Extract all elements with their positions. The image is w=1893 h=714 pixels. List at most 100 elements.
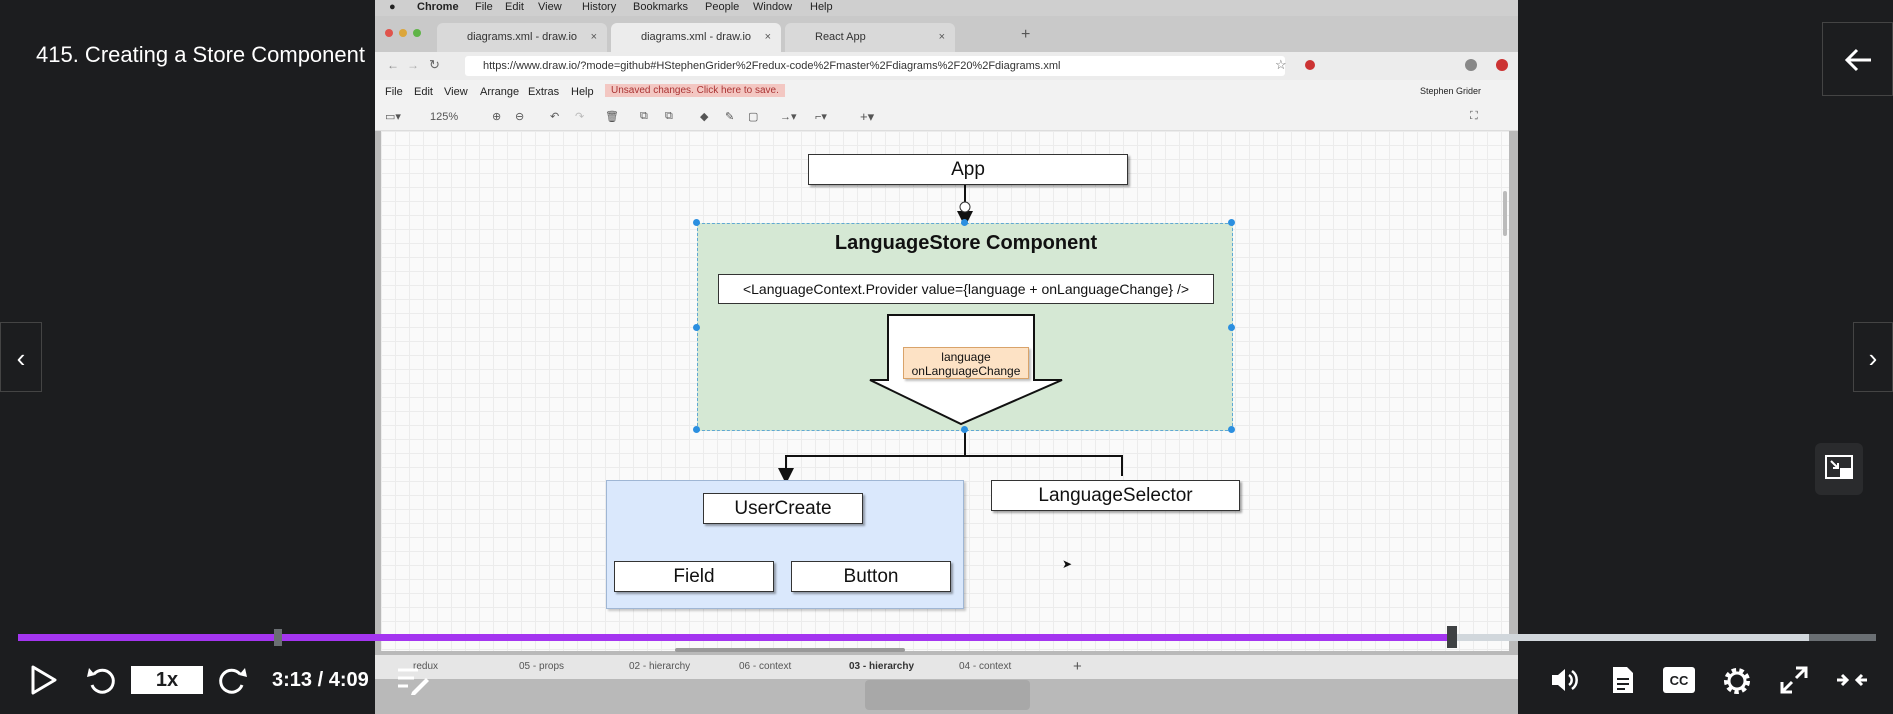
close-window-dot [385, 29, 393, 37]
minimize-window-dot [399, 29, 407, 37]
undo-icon[interactable]: ↶ [550, 111, 560, 123]
zoom-level[interactable]: 125% [430, 111, 459, 123]
insert-icon[interactable]: +▾ [860, 109, 875, 124]
video-frame[interactable]: ● Chrome File Edit View History Bookmark… [375, 0, 1518, 714]
shadow-icon[interactable]: ▢ [748, 111, 759, 123]
progress-track[interactable] [18, 626, 1876, 648]
page-tab[interactable]: 04 - context [959, 661, 1012, 672]
close-icon[interactable]: × [938, 31, 945, 43]
drawio-menu-item[interactable]: View [444, 86, 468, 98]
rewind-icon[interactable] [86, 665, 116, 695]
volume-icon[interactable] [1550, 666, 1582, 694]
browser-tab-active[interactable]: diagrams.xml - draw.io× [611, 23, 781, 52]
drawio-menu-bar: File Edit View Arrange Extras Help Unsav… [375, 80, 1518, 104]
mac-menu-item: Bookmarks [633, 1, 689, 13]
diagram-button-box[interactable]: Button [791, 561, 951, 592]
drawio-canvas[interactable]: App LanguageStore Component <LanguageCon… [381, 131, 1509, 651]
fullscreen-icon[interactable] [1780, 666, 1808, 694]
selection-handle[interactable] [961, 426, 968, 433]
diagram-app-box[interactable]: App [808, 154, 1128, 185]
page-tab[interactable]: 05 - props [519, 661, 565, 672]
back-icon[interactable]: ← [387, 58, 399, 72]
time-display: 3:13 / 4:09 [272, 669, 369, 691]
avatar[interactable] [1465, 59, 1477, 71]
settings-icon[interactable] [1721, 665, 1753, 697]
selection-handle[interactable] [961, 219, 968, 226]
extension-icon[interactable] [1496, 59, 1508, 71]
bookmark-star-icon[interactable]: ☆ [1275, 57, 1287, 72]
zoom-out-icon[interactable]: ⊖ [515, 111, 525, 123]
diagram-field-box[interactable]: Field [614, 561, 774, 592]
close-icon[interactable]: × [590, 31, 597, 43]
svg-text:CC: CC [1670, 673, 1689, 688]
selection-handle[interactable] [693, 324, 700, 331]
next-lecture-button[interactable]: › [1853, 322, 1893, 392]
page-tab[interactable]: 02 - hierarchy [629, 661, 691, 672]
diagram-provider-box[interactable]: <LanguageContext.Provider value={languag… [718, 274, 1214, 304]
format-panel-icon[interactable]: ▭▾ [385, 111, 401, 123]
drawio-menu-item[interactable]: Edit [414, 86, 433, 98]
horizontal-scrollbar[interactable] [675, 648, 905, 652]
back-button[interactable] [1822, 22, 1893, 96]
mac-menu-item: History [582, 1, 617, 13]
fill-color-icon[interactable]: ◆ [700, 111, 709, 123]
line-color-icon[interactable]: ✎ [725, 111, 735, 123]
extension-icon[interactable] [1305, 60, 1315, 70]
to-back-icon[interactable]: ⧉ [665, 110, 673, 122]
fullscreen-toggle-icon[interactable]: ⛶ [1470, 110, 1478, 122]
tab-label: React App [815, 31, 866, 43]
delete-icon[interactable]: 🗑 [605, 111, 619, 123]
diagram-values-box[interactable]: language onLanguageChange [903, 347, 1029, 379]
forward-icon[interactable]: → [407, 58, 419, 72]
selection-handle[interactable] [1228, 219, 1235, 226]
diagram-values-line: language [941, 350, 991, 364]
url-field[interactable]: https://www.draw.io/?mode=github#HStephe… [465, 56, 1285, 76]
selection-handle[interactable] [1228, 426, 1235, 433]
diagram-languageselector-box[interactable]: LanguageSelector [991, 480, 1240, 511]
mac-menu-item: People [705, 1, 740, 13]
diagram-store-container[interactable]: LanguageStore Component <LanguageContext… [693, 219, 1235, 433]
drawio-menu-item[interactable]: File [385, 86, 403, 98]
zoom-in-icon[interactable]: ⊕ [492, 111, 502, 123]
play-icon[interactable] [30, 665, 58, 695]
drawio-menu-item[interactable]: Arrange [480, 86, 520, 98]
reload-icon[interactable]: ↻ [429, 57, 440, 72]
bookmark-marker[interactable] [274, 629, 282, 646]
page-tab-active[interactable]: 03 - hierarchy [849, 661, 915, 672]
drawio-menu-item[interactable]: Help [571, 86, 594, 98]
drawio-menu-item[interactable]: Extras [528, 86, 560, 98]
progress-handle[interactable] [1447, 626, 1458, 648]
forward-icon[interactable] [218, 665, 248, 695]
diagram-usercreate-box[interactable]: UserCreate [703, 493, 863, 524]
transcript-icon[interactable] [1611, 665, 1635, 695]
drawio-page-tabs: redux 05 - props 02 - hierarchy 06 - con… [375, 655, 1518, 679]
close-icon[interactable]: × [764, 31, 771, 43]
selection-handle[interactable] [693, 426, 700, 433]
browser-tab-bar: diagrams.xml - draw.io× diagrams.xml - d… [375, 16, 1518, 52]
new-tab-icon[interactable]: + [1021, 26, 1031, 43]
mouse-cursor-icon: ➤ [1062, 557, 1073, 571]
browser-tab[interactable]: diagrams.xml - draw.io× [437, 23, 607, 52]
to-front-icon[interactable]: ⧉ [640, 110, 648, 122]
previous-lecture-button[interactable]: ‹ [0, 322, 42, 392]
exit-theater-icon[interactable] [1835, 667, 1869, 693]
lesson-title: 415. Creating a Store Component [36, 42, 365, 67]
mac-menu-item: View [538, 1, 562, 13]
selection-handle[interactable] [1228, 324, 1235, 331]
page-tab[interactable]: 06 - context [739, 661, 792, 672]
connection-icon[interactable]: →▾ [780, 111, 797, 123]
drawio-user-name[interactable]: Stephen Grider [1420, 86, 1482, 96]
redo-icon[interactable]: ↷ [575, 111, 585, 123]
picture-in-picture-button[interactable] [1815, 443, 1863, 495]
browser-tab[interactable]: React App × [785, 23, 955, 52]
page-tab[interactable]: redux [413, 661, 439, 672]
mac-menu-item: File [475, 1, 493, 13]
unsaved-changes-notice[interactable]: Unsaved changes. Click here to save. [605, 84, 785, 97]
vertical-scrollbar[interactable] [1503, 191, 1507, 236]
captions-icon[interactable]: CC [1663, 667, 1695, 693]
notes-icon[interactable] [396, 666, 430, 696]
waypoints-icon[interactable]: ⌐▾ [815, 111, 827, 123]
selection-handle[interactable] [693, 219, 700, 226]
add-page-icon[interactable]: + [1073, 658, 1082, 675]
playback-speed-button[interactable]: 1x [131, 666, 203, 694]
